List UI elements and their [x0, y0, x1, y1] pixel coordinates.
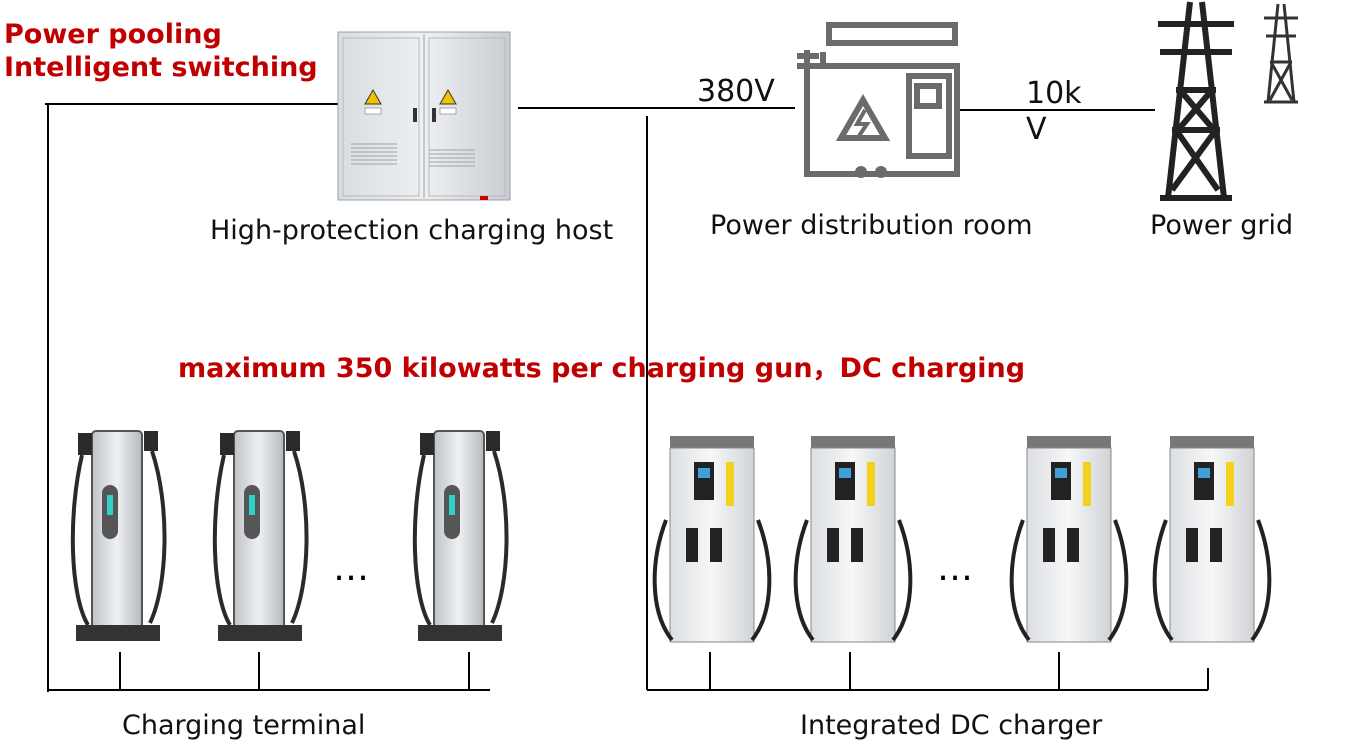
- ellipsis-terminals: …: [333, 548, 369, 589]
- terminal-caption: Charging terminal: [122, 710, 366, 741]
- ellipsis-dc-chargers: …: [937, 548, 973, 589]
- charging-terminal-icon: [412, 430, 509, 641]
- dc-charger-icon: [652, 436, 772, 643]
- integrated-caption: Integrated DC charger: [800, 710, 1103, 741]
- power-distribution-room-icon: [797, 22, 960, 178]
- host-caption: High-protection charging host: [210, 215, 614, 246]
- note-line-1: Power pooling: [4, 19, 222, 50]
- charging-cabinet-icon: [337, 31, 511, 201]
- voltage-10kv-line-2: V: [1026, 112, 1047, 147]
- charging-terminal-icon: [70, 430, 167, 641]
- grid-caption: Power grid: [1150, 210, 1294, 241]
- dc-charger-icon: [793, 436, 913, 643]
- charging-terminal-icon: [212, 430, 309, 641]
- max-power-note: maximum 350 kilowatts per charging gun，D…: [178, 353, 1026, 384]
- distribution-caption: Power distribution room: [710, 210, 1033, 241]
- voltage-10kv-line-1: 10k: [1026, 76, 1082, 111]
- transmission-tower-icon: [1158, 1, 1298, 201]
- voltage-380v: 380V: [697, 74, 775, 109]
- power-pooling-note: Power pooling Intelligent switching: [4, 18, 318, 84]
- dc-charger-icon: [1009, 436, 1129, 643]
- note-line-2: Intelligent switching: [4, 52, 318, 83]
- dc-charger-icon: [1152, 436, 1272, 643]
- voltage-10kv: 10k V: [1026, 76, 1082, 148]
